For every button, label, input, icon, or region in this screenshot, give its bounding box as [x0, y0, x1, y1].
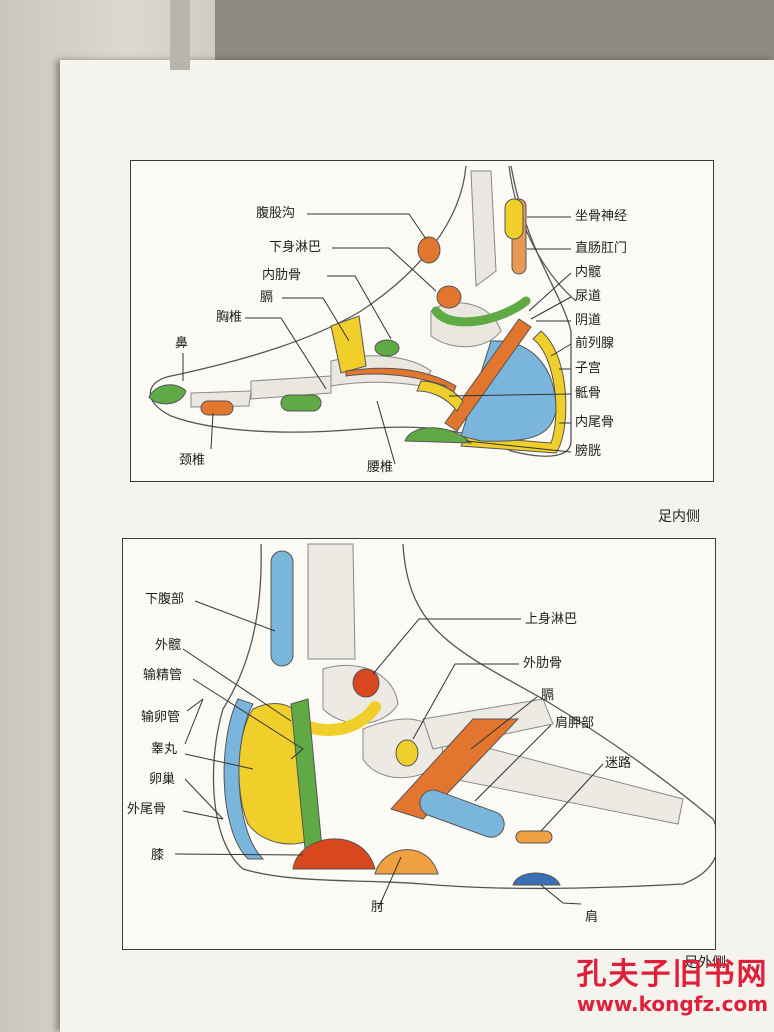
site-watermark: 孔夫子旧书网 www.kongfz.com: [575, 958, 770, 1020]
zone-lumbar-yellow: [416, 380, 464, 412]
caption-inner-foot: 足内侧: [658, 509, 700, 525]
label-uterus: 子宫: [575, 361, 602, 376]
zone-scapula: [419, 789, 505, 838]
zone-cervical: [200, 400, 234, 416]
label-labyrinth: 迷路: [605, 756, 632, 771]
label-shoulder: 肩: [585, 910, 599, 925]
label-urethra: 尿道: [575, 289, 602, 304]
outer-foot-illustration: [174, 543, 715, 910]
zone-inner-rib: [374, 339, 400, 357]
watermark-url: www.kongfz.com: [576, 992, 769, 1016]
page-edge: [170, 0, 190, 70]
zone-bladder: [404, 427, 473, 444]
label-outer-coccyx: 外尾骨: [127, 802, 167, 817]
zone-urethra: [444, 318, 532, 432]
label-sciatic: 坐骨神经: [575, 209, 628, 224]
zone-prostate-blue: [460, 340, 557, 442]
zone-thoracic: [280, 394, 322, 412]
label-fallopian: 输卵管: [141, 710, 181, 725]
label-ovary: 卵巢: [149, 772, 176, 787]
zone-upper-lymph: [352, 668, 380, 698]
label-inner-coccyx: 内尾骨: [575, 415, 615, 430]
zone-shoulder: [512, 872, 561, 886]
label-cervical: 颈椎: [179, 453, 206, 468]
zone-knee: [292, 838, 376, 870]
zone-groin: [417, 236, 441, 264]
zone-lower-lymph: [436, 285, 462, 309]
label-nose: 鼻: [175, 336, 189, 351]
label-inner-rib: 内肋骨: [262, 268, 302, 283]
label-groin: 腹股沟: [256, 206, 296, 221]
zone-diaphragm: [330, 315, 367, 374]
inner-foot-illustration: [148, 165, 577, 465]
figure-outer-foot: 下腹部 外髋 输精管 输卵管 睾丸 卵巢 外尾骨 膝 肘 上身淋巴 外肋骨 膈 …: [122, 538, 716, 950]
label-outer-hip: 外髋: [155, 638, 182, 653]
zone-diaphragm-outer: [390, 718, 520, 820]
label-lumbar: 腰椎: [367, 460, 394, 475]
zone-nose: [148, 384, 187, 405]
label-outer-rib: 外肋骨: [523, 656, 563, 671]
label-elbow: 肘: [371, 900, 385, 915]
label-upper-lymph: 上身淋巴: [525, 612, 578, 627]
label-vagina: 阴道: [575, 313, 602, 328]
zone-sciatic-yellow: [504, 198, 524, 240]
label-lower-lymph: 下身淋巴: [269, 240, 322, 255]
caption-outer-foot: 足外侧: [684, 955, 726, 971]
label-diaphragm-outer: 膈: [541, 688, 555, 703]
figure-inner-foot: 腹股沟 下身淋巴 内肋骨 膈 胸椎 鼻 颈椎 腰椎 坐骨神经 直肠肛门 内髋 尿…: [130, 160, 714, 482]
zone-lower-abdomen: [270, 550, 294, 667]
label-bladder: 膀胱: [575, 444, 602, 459]
zone-elbow: [374, 849, 439, 875]
label-lower-abdomen: 下腹部: [145, 592, 185, 607]
label-inner-hip: 内髋: [575, 265, 602, 280]
zone-labyrinth: [515, 830, 553, 844]
label-testis: 睾丸: [151, 742, 178, 757]
label-knee: 膝: [151, 848, 165, 863]
watermark-title: 孔夫子旧书网: [576, 957, 769, 992]
label-thoracic: 胸椎: [216, 310, 243, 325]
zone-outer-rib: [395, 739, 419, 767]
label-prostate: 前列腺: [575, 336, 615, 351]
label-vas-deferens: 输精管: [143, 668, 183, 683]
zone-inner-hip: [431, 296, 531, 327]
label-sacrum: 骶骨: [575, 386, 602, 401]
label-scapula: 肩胛部: [555, 716, 595, 731]
label-rectum: 直肠肛门: [575, 241, 628, 256]
label-diaphragm: 膈: [260, 290, 274, 305]
